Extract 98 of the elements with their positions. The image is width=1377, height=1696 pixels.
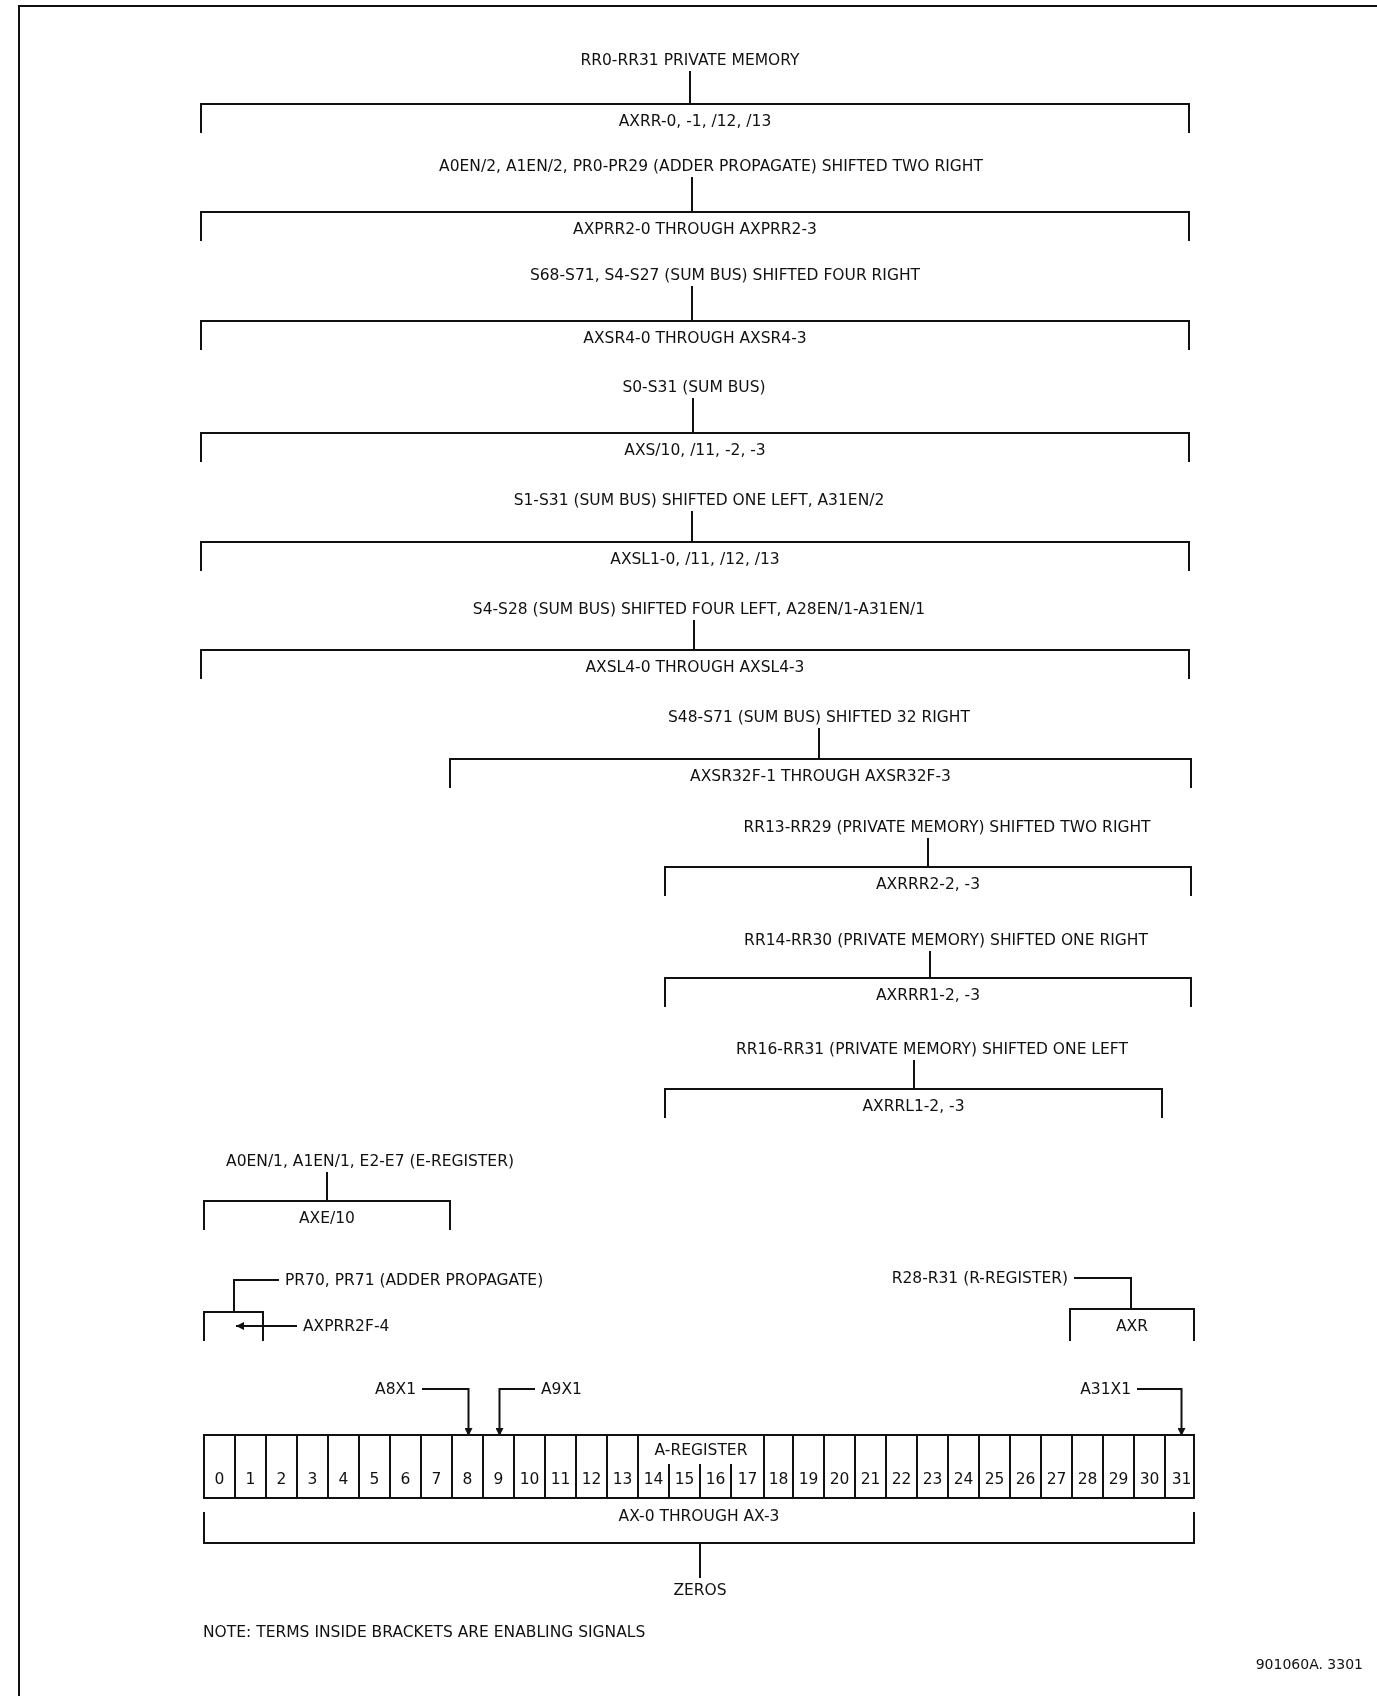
- bracket: [203, 1200, 451, 1230]
- bracket: [200, 541, 1190, 571]
- register-cell: 16: [701, 1464, 732, 1497]
- bracket: [1069, 1308, 1195, 1341]
- signal-label: ZEROS: [673, 1580, 727, 1600]
- register-cell: 8: [453, 1436, 484, 1497]
- connector-line: [818, 727, 820, 759]
- note-text: NOTE: TERMS INSIDE BRACKETS ARE ENABLING SIGNALS: [203, 1622, 646, 1642]
- bracket: [200, 649, 1190, 679]
- register-cell: 17: [732, 1464, 763, 1497]
- register-cell: 28: [1073, 1436, 1104, 1497]
- connector-line: [692, 397, 694, 433]
- register-cell: 20: [825, 1436, 856, 1497]
- register-cell: 4: [329, 1436, 360, 1497]
- register-cell: 27: [1042, 1436, 1073, 1497]
- register-cell: 11: [546, 1436, 577, 1497]
- enable-signal-label: AXS/10, /11, -2, -3: [623, 440, 767, 460]
- register-cell: 1: [236, 1436, 267, 1497]
- register-cell: 19: [794, 1436, 825, 1497]
- figure-number: 901060A. 3301: [1255, 1655, 1363, 1674]
- signal-label: RR0-RR31 PRIVATE MEMORY: [580, 50, 800, 70]
- enable-signal-label: AXSL4-0 THROUGH AXSL4-3: [584, 657, 806, 677]
- register-cell: 29: [1104, 1436, 1135, 1497]
- connector-line: [326, 1171, 328, 1201]
- signal-label: A0EN/2, A1EN/2, PR0-PR29 (ADDER PROPAGATE) SHIFTED TWO RIGHT: [439, 156, 983, 176]
- bracket: [664, 1088, 1163, 1118]
- connector-line: [691, 285, 693, 321]
- enable-signal-label: AXRRL1-2, -3: [861, 1096, 966, 1116]
- signal-label: S48-S71 (SUM BUS) SHIFTED 32 RIGHT: [668, 707, 970, 727]
- arrow: [495, 1388, 536, 1437]
- register-cell: 9: [484, 1436, 515, 1497]
- register-cell: 3: [298, 1436, 329, 1497]
- signal-label: S0-S31 (SUM BUS): [622, 377, 766, 397]
- signal-label: PR70, PR71 (ADDER PROPAGATE): [285, 1270, 544, 1290]
- signal-label: RR14-RR30 (PRIVATE MEMORY) SHIFTED ONE RIGHT: [744, 930, 1148, 950]
- register-cell: 23: [918, 1436, 949, 1497]
- enable-signal-label: AX-0 THROUGH AX-3: [617, 1506, 781, 1526]
- connector-line: [233, 1279, 280, 1312]
- enable-signal-label: AXSL1-0, /11, /12, /13: [609, 549, 781, 569]
- connector-line: [913, 1059, 915, 1089]
- register-cell: 6: [391, 1436, 422, 1497]
- enable-signal-label: AXRRR2-2, -3: [874, 874, 982, 894]
- signal-label: S4-S28 (SUM BUS) SHIFTED FOUR LEFT, A28EN/1-A31EN/1: [472, 599, 926, 619]
- bracket: [203, 1311, 264, 1341]
- signal-label: A0EN/1, A1EN/1, E2-E7 (E-REGISTER): [226, 1151, 514, 1171]
- register-label: A-REGISTER: [653, 1440, 749, 1460]
- register-cell: 25: [980, 1436, 1011, 1497]
- register-cell: 7: [422, 1436, 453, 1497]
- signal-label: AXPRR2F-4: [303, 1316, 390, 1336]
- arrow: [235, 1322, 298, 1330]
- signal-label: A31X1: [1080, 1379, 1131, 1399]
- connector-line: [929, 950, 931, 978]
- connector-line: [927, 837, 929, 867]
- connector-line: [691, 176, 693, 212]
- enable-signal-label: AXRRR1-2, -3: [874, 985, 982, 1005]
- register-cell: 21: [856, 1436, 887, 1497]
- signal-label: RR16-RR31 (PRIVATE MEMORY) SHIFTED ONE LEFT: [736, 1039, 1128, 1059]
- connector-line: [691, 510, 693, 542]
- bracket: [200, 320, 1190, 350]
- register-cell: 13: [608, 1436, 639, 1497]
- connector-line: [1073, 1277, 1132, 1309]
- bracket: [200, 103, 1190, 133]
- register-cell: 0: [205, 1436, 236, 1497]
- signal-label: A9X1: [541, 1379, 582, 1399]
- register-cell: 12: [577, 1436, 608, 1497]
- register-cell: 18: [763, 1436, 794, 1497]
- bracket: [664, 977, 1192, 1007]
- bracket: [449, 758, 1192, 788]
- enable-signal-label: AXSR32F-1 THROUGH AXSR32F-3: [689, 766, 952, 786]
- signal-label: S1-S31 (SUM BUS) SHIFTED ONE LEFT, A31EN/2: [513, 490, 885, 510]
- register-cell: 15: [670, 1464, 701, 1497]
- enable-signal-label: AXPRR2-0 THROUGH AXPRR2-3: [572, 219, 818, 239]
- register-cell: 31: [1166, 1436, 1197, 1497]
- enable-signal-label: AXE/10: [298, 1208, 356, 1228]
- register-cell: 14: [639, 1464, 670, 1497]
- register-cell: 30: [1135, 1436, 1166, 1497]
- register-cell: 26: [1011, 1436, 1042, 1497]
- signal-label: S68-S71, S4-S27 (SUM BUS) SHIFTED FOUR RIGHT: [529, 265, 921, 285]
- register-cell: 24: [949, 1436, 980, 1497]
- register-cell: 2: [267, 1436, 298, 1497]
- signal-label: RR13-RR29 (PRIVATE MEMORY) SHIFTED TWO RIGHT: [743, 817, 1151, 837]
- connector-line: [693, 619, 695, 650]
- register-cell: 22: [887, 1436, 918, 1497]
- connector-line: [699, 1543, 701, 1579]
- register-cell: 10: [515, 1436, 546, 1497]
- enable-signal-label: AXRR-0, -1, /12, /13: [617, 111, 773, 131]
- enable-signal-label: AXSR4-0 THROUGH AXSR4-3: [582, 328, 808, 348]
- register-cell: 5: [360, 1436, 391, 1497]
- signal-label: A8X1: [375, 1379, 416, 1399]
- arrow: [421, 1388, 473, 1437]
- register-box: [203, 1434, 1195, 1499]
- signal-label: R28-R31 (R-REGISTER): [891, 1268, 1068, 1288]
- bracket: [200, 432, 1190, 462]
- bracket: [200, 211, 1190, 241]
- connector-line: [689, 70, 691, 104]
- enable-signal-label: AXR: [1115, 1316, 1149, 1336]
- arrow: [1136, 1388, 1186, 1437]
- bracket: [664, 866, 1192, 896]
